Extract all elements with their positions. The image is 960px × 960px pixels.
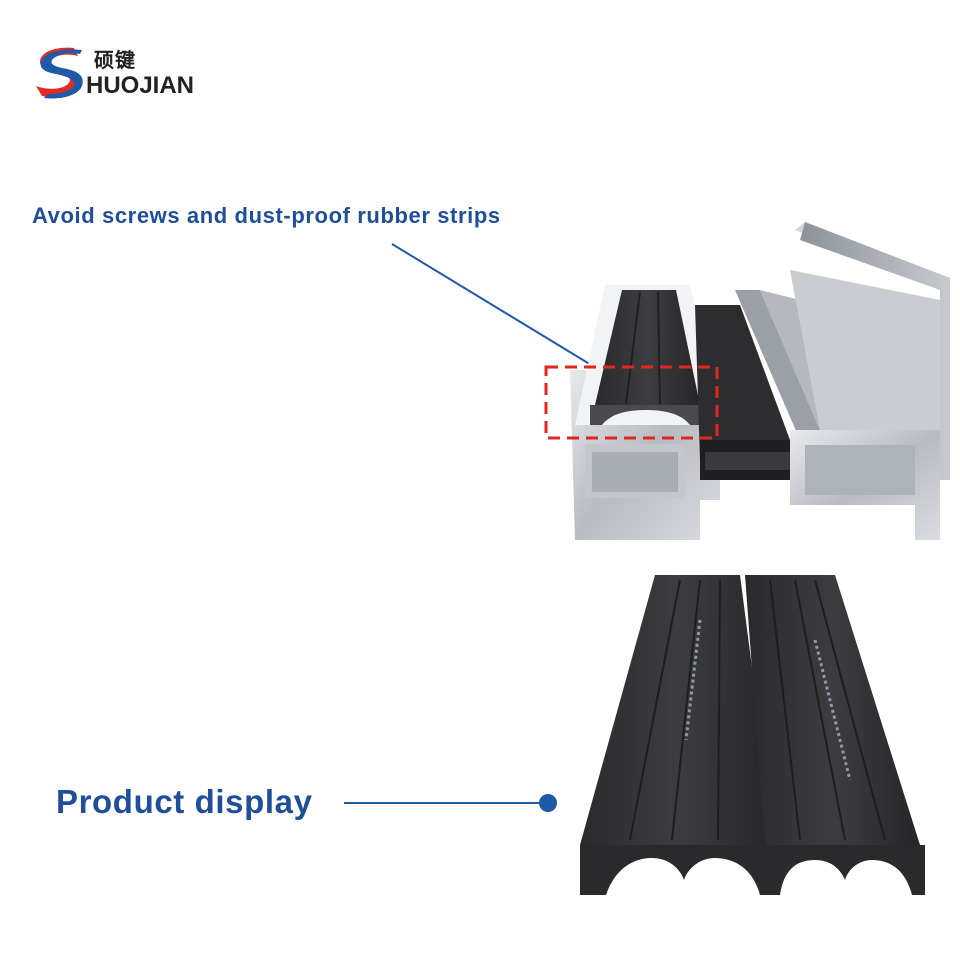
- rubber-strip-product-image: [580, 575, 925, 895]
- aluminium-profile-image: [570, 222, 950, 540]
- brand-name-cn: 硕键: [94, 48, 136, 72]
- highlight-box: [544, 365, 719, 440]
- feature-label: Avoid screws and dust-proof rubber strip…: [32, 203, 501, 228]
- product-pointer: [344, 794, 557, 812]
- brand-logo: 硕键 HUOJIAN: [28, 44, 218, 100]
- brand-name-en: HUOJIAN: [86, 72, 195, 99]
- logo-s-mark-icon: [36, 47, 83, 99]
- feature-pointer: [391, 243, 617, 388]
- product-display-label: Product display: [56, 783, 313, 820]
